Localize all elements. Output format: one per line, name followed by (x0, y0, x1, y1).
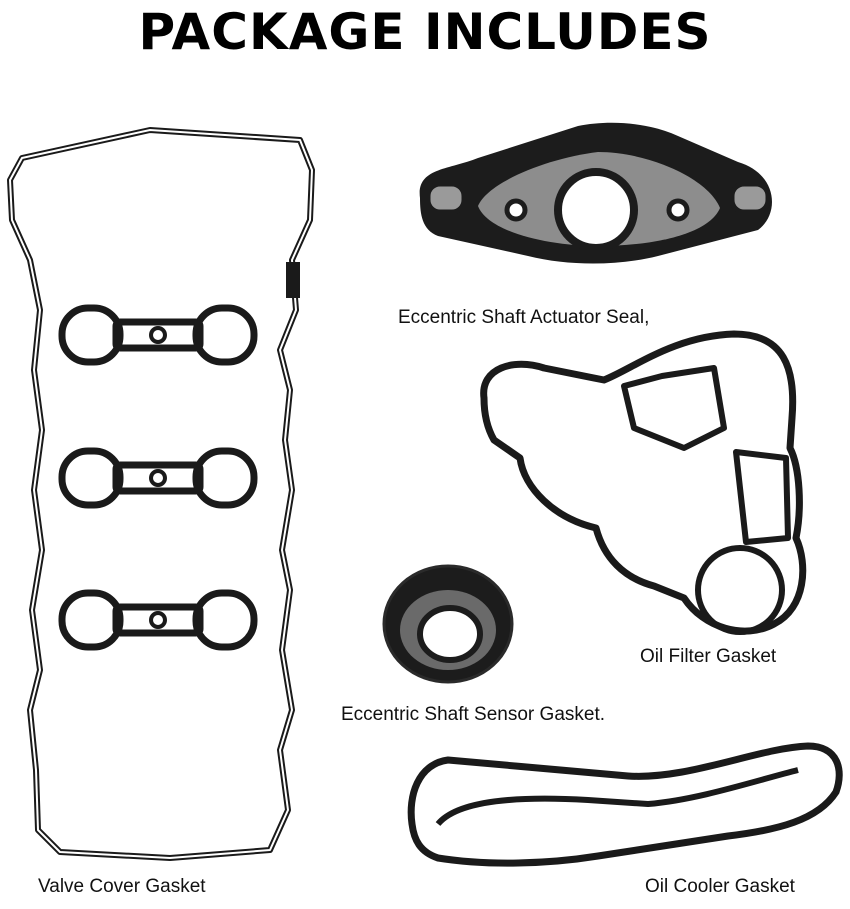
oil-filter-gasket-image (480, 330, 807, 635)
oil-filter-label: Oil Filter Gasket (640, 646, 777, 667)
oil-cooler-gasket-image (407, 742, 843, 867)
sensor-gasket-label: Eccentric Shaft Sensor Gasket. (341, 704, 606, 725)
actuator-seal-image (419, 122, 772, 264)
valve-cover-label: Valve Cover Gasket (38, 876, 206, 897)
valve-cover-gasket-image (7, 127, 315, 861)
oil-cooler-label: Oil Cooler Gasket (645, 876, 795, 897)
sensor-gasket-image (382, 564, 514, 684)
actuator-seal-label: Eccentric Shaft Actuator Seal, (398, 307, 650, 328)
page-title: PACKAGE INCLUDES (138, 3, 712, 61)
